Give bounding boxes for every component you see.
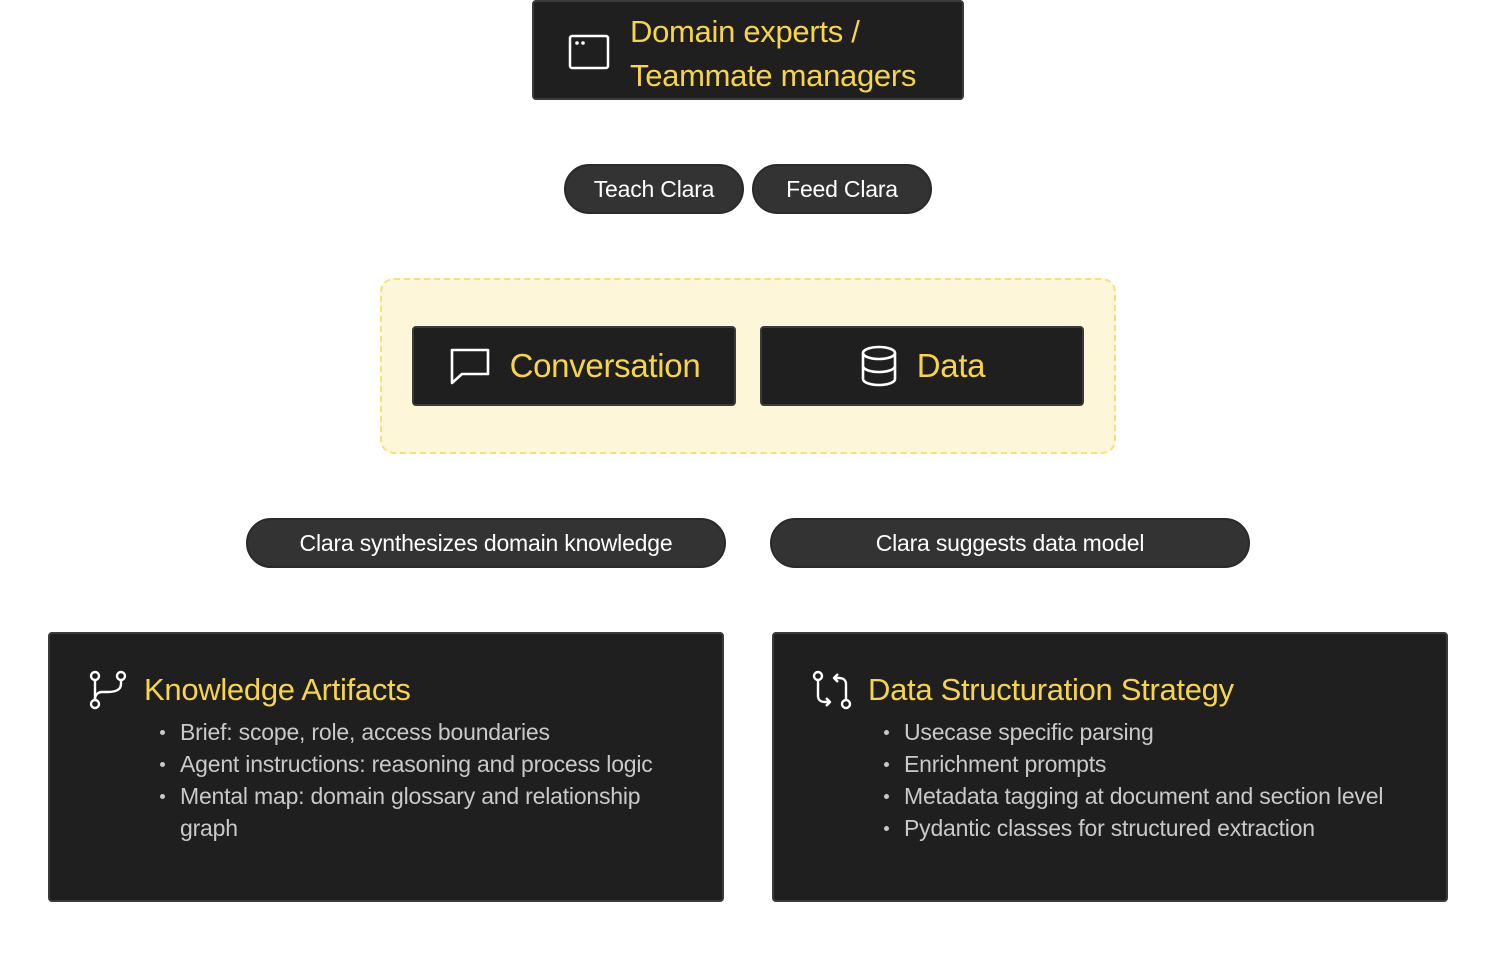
data-structuration-card: Data Structuration Strategy Usecase spec… bbox=[772, 632, 1448, 902]
data-label: Data bbox=[916, 347, 986, 384]
git-compare-icon bbox=[812, 670, 852, 710]
git-branch-icon bbox=[89, 670, 127, 710]
list-item: Metadata tagging at document and section… bbox=[884, 780, 1424, 812]
list-item: Mental map: domain glossary and relation… bbox=[160, 780, 700, 844]
teach-clara-label: Teach Clara bbox=[564, 164, 744, 214]
knowledge-artifacts-card: Knowledge Artifacts Brief: scope, role, … bbox=[48, 632, 724, 902]
conversation-node: Conversation bbox=[412, 326, 736, 406]
synthesize-knowledge-label: Clara synthesizes domain knowledge bbox=[246, 518, 726, 568]
data-structuration-title: Data Structuration Strategy bbox=[868, 672, 1234, 707]
conversation-label: Conversation bbox=[509, 347, 701, 384]
list-item: Pydantic classes for structured extracti… bbox=[884, 812, 1424, 844]
data-structuration-list: Usecase specific parsing Enrichment prom… bbox=[884, 716, 1424, 844]
database-icon bbox=[861, 345, 897, 387]
knowledge-artifacts-list: Brief: scope, role, access boundaries Ag… bbox=[160, 716, 700, 844]
list-item: Agent instructions: reasoning and proces… bbox=[160, 748, 700, 780]
data-node: Data bbox=[760, 326, 1084, 406]
domain-experts-node: Domain experts / Teammate managers bbox=[532, 0, 964, 100]
domain-experts-title: Domain experts / Teammate managers bbox=[630, 14, 917, 93]
chat-bubble-icon bbox=[450, 348, 489, 385]
knowledge-artifacts-title: Knowledge Artifacts bbox=[144, 672, 411, 707]
list-item: Enrichment prompts bbox=[884, 748, 1424, 780]
list-item: Usecase specific parsing bbox=[884, 716, 1424, 748]
feed-clara-label: Feed Clara bbox=[752, 164, 932, 214]
suggest-data-model-label: Clara suggests data model bbox=[770, 518, 1250, 568]
list-item: Brief: scope, role, access boundaries bbox=[160, 716, 700, 748]
browser-window-icon bbox=[568, 34, 610, 70]
